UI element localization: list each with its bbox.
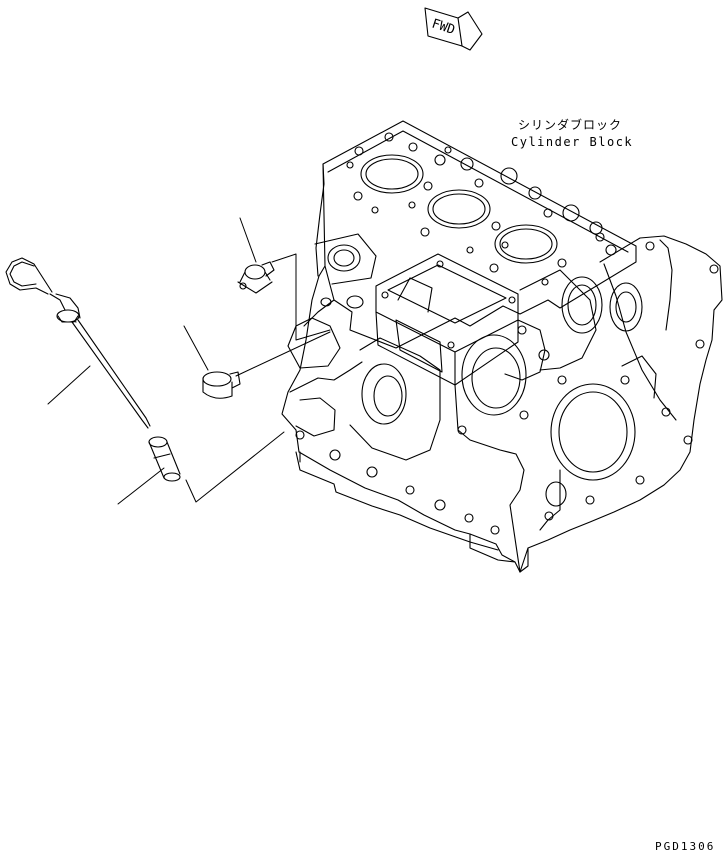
- leader-lines: [48, 218, 330, 504]
- dipstick: [6, 258, 150, 428]
- drawing-code: PGD1306: [655, 840, 716, 853]
- cylinder-block: [282, 121, 722, 572]
- fwd-arrow-icon: FWD: [425, 8, 482, 50]
- fwd-arrow-label: FWD: [430, 17, 457, 39]
- cylinder-block-label-en: Cylinder Block: [511, 135, 634, 149]
- cylinder-block-label-jp: シリンダブロック: [518, 118, 623, 132]
- dipstick-guide-tube: [149, 437, 180, 481]
- plug: [203, 372, 240, 398]
- oil-pressure-switch: [238, 262, 274, 293]
